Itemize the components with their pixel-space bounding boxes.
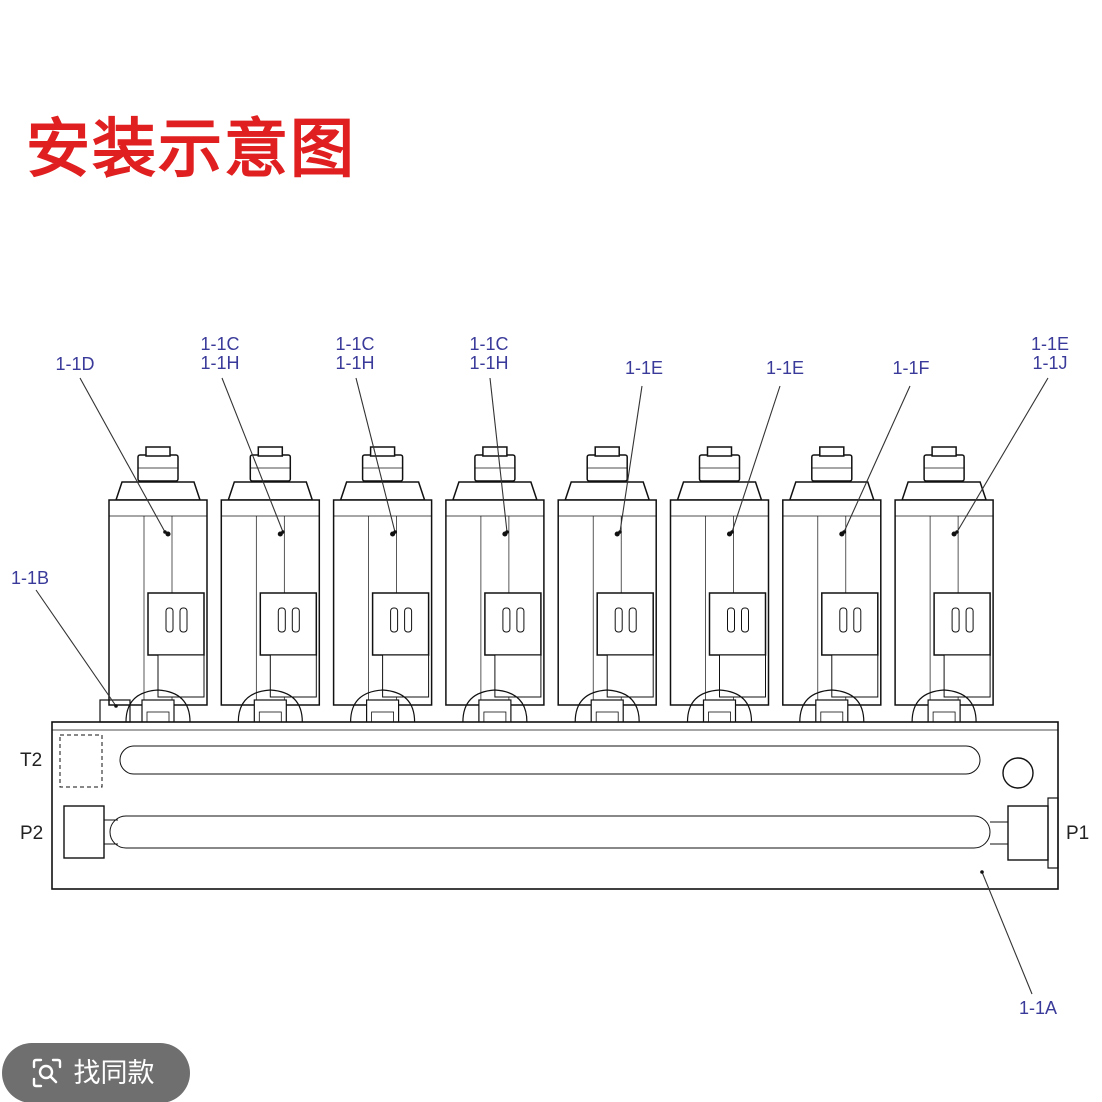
leader-dot: [505, 530, 509, 534]
leader-line-e1: [619, 385, 643, 533]
callout-line: 1-1A: [1019, 998, 1057, 1018]
leader-dot: [393, 530, 397, 534]
leader-dot: [163, 530, 167, 534]
callout-line: 1-1H: [469, 353, 508, 373]
callout-label-1d: 1-1D: [55, 354, 94, 374]
callout-line: 1-1B: [11, 568, 49, 588]
callout-line: 1-1H: [200, 353, 239, 373]
callout-leaders: [35, 377, 1049, 995]
callout-label-a: 1-1A: [1019, 998, 1057, 1018]
solenoid-valve: [445, 446, 545, 706]
callout-line: 1-1F: [892, 358, 929, 378]
manifold-block: [51, 699, 1059, 890]
callout-line: 1-1E: [766, 358, 804, 378]
callout-line: 1-1C: [469, 334, 508, 354]
leader-dot: [114, 704, 118, 708]
port-p2-label: P2: [20, 823, 43, 844]
leader-dot: [842, 530, 846, 534]
find-similar-label: 找同款: [73, 1057, 155, 1089]
leader-line-ch3: [489, 377, 508, 533]
solenoid-valve: [894, 446, 994, 706]
leader-line-a: [981, 871, 1033, 995]
leader-dot: [730, 530, 734, 534]
callout-label-e2: 1-1E: [766, 358, 804, 378]
leader-line-ch1: [221, 377, 284, 533]
leader-line-ej: [956, 377, 1049, 533]
callout-line: 1-1E: [1031, 334, 1069, 354]
solenoid-valve: [669, 446, 770, 706]
leader-line-e2: [731, 385, 781, 533]
port-p1-label: P1: [1066, 823, 1089, 844]
solenoid-valve: [782, 446, 882, 706]
port-t2-label: T2: [20, 750, 42, 771]
callout-line: 1-1E: [625, 358, 663, 378]
callout-line: 1-1J: [1032, 353, 1067, 373]
find-similar-button[interactable]: 找同款: [2, 1043, 190, 1102]
callout-line: 1-1D: [55, 354, 94, 374]
solenoid-valve: [220, 446, 321, 706]
callout-line: 1-1C: [200, 334, 239, 354]
solenoid-valve: [108, 446, 208, 706]
leader-line-f: [843, 385, 911, 533]
leader-dot: [955, 530, 959, 534]
callout-label-e1: 1-1E: [625, 358, 663, 378]
page-title: 安装示意图: [26, 113, 356, 187]
leader-line-ch2: [355, 377, 396, 533]
callout-line: 1-1C: [335, 334, 374, 354]
leader-line-1d: [79, 377, 166, 533]
leader-line-b: [35, 589, 117, 707]
image-search-icon: [32, 1058, 61, 1088]
solenoid-valve: [557, 446, 657, 706]
leader-dot: [980, 870, 984, 874]
solenoid-valve: [332, 446, 433, 706]
callout-label-f: 1-1F: [892, 358, 929, 378]
callout-label-b: 1-1B: [11, 568, 49, 588]
leader-dot: [281, 530, 285, 534]
callout-line: 1-1H: [335, 353, 374, 373]
leader-dot: [618, 530, 622, 534]
